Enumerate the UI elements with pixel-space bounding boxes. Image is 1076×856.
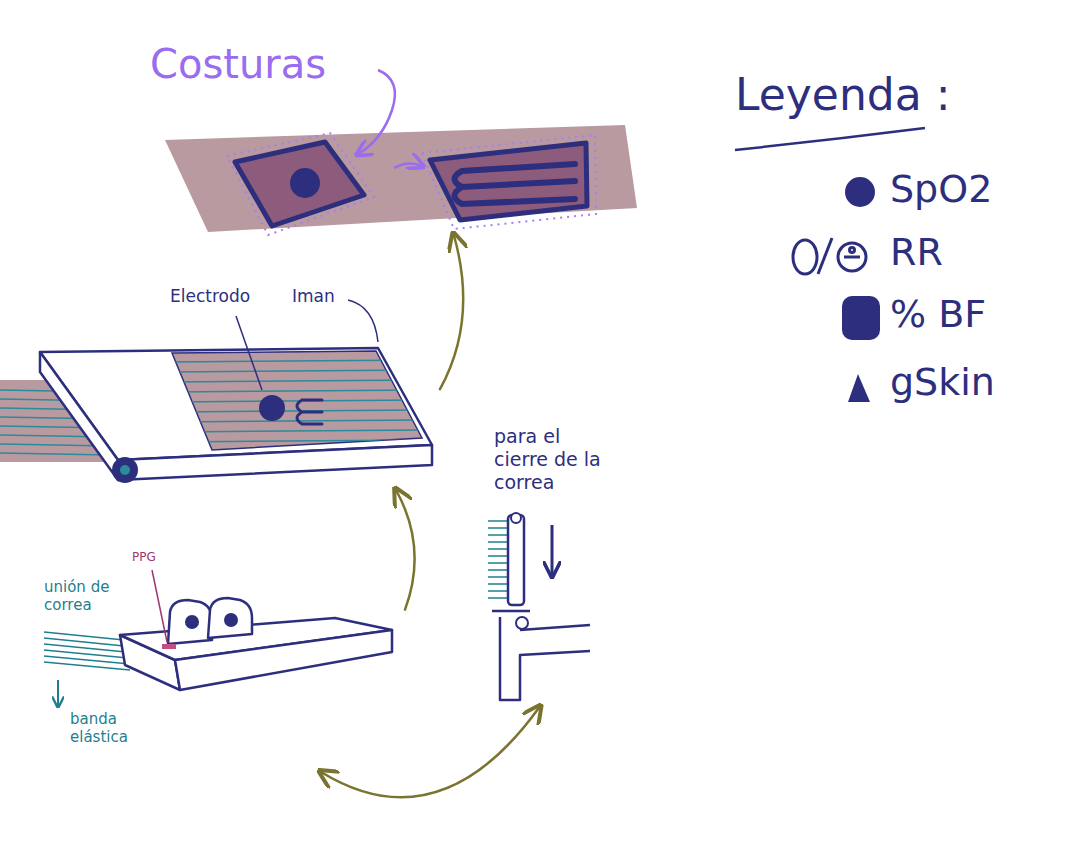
sensor-label: PPG xyxy=(132,550,156,565)
electrode-plate-part xyxy=(297,400,322,424)
sensor-housing-part xyxy=(185,615,199,629)
strap-closure-part-part xyxy=(488,576,508,578)
strap-closure-part xyxy=(511,513,521,523)
seam-band-part xyxy=(455,164,576,204)
strap-closure: para el cierre de la correa xyxy=(480,425,650,707)
legend-swatch xyxy=(846,372,876,412)
note-label: para el cierre de la correa xyxy=(494,425,616,495)
sensor-housing-part xyxy=(44,632,130,670)
strap-closure-part xyxy=(508,515,524,605)
strap-closure-part-part xyxy=(488,590,508,592)
seam-band-part xyxy=(290,168,320,198)
seam-band-part xyxy=(422,135,596,229)
seam-band-part xyxy=(235,142,364,226)
seam-band-part xyxy=(394,163,422,168)
electrode-plate xyxy=(0,300,432,483)
legend-swatch-shape xyxy=(848,374,870,402)
legend-label: SpO2 xyxy=(890,167,992,213)
electrode-plate-part-part xyxy=(170,430,430,432)
electrode-plate-part-part xyxy=(170,390,430,392)
seam-band-part xyxy=(358,70,395,154)
legend-row: SpO2 xyxy=(790,165,1050,221)
legend-symbol-part xyxy=(844,256,860,259)
electrode-plate-part-part xyxy=(170,380,430,382)
legend-swatch xyxy=(842,296,880,340)
strap-closure-part-part xyxy=(488,541,508,543)
strap-closure-part-part xyxy=(488,548,508,550)
seam-band xyxy=(165,70,637,235)
legend-swatch xyxy=(845,177,875,207)
part-label: Iman xyxy=(292,286,335,307)
legend-heading: Leyenda : xyxy=(735,68,951,122)
electrode-plate-part xyxy=(236,316,262,390)
sensor-housing-part xyxy=(57,680,59,706)
part-label: banda elástica xyxy=(70,710,150,747)
sensor-housing-part-part xyxy=(44,662,130,670)
legend-row: % BF xyxy=(790,290,1050,346)
legend-symbol-part xyxy=(850,248,855,253)
strap-closure-part-part xyxy=(488,520,508,522)
legend-label: RR xyxy=(890,230,943,276)
sensor-housing-part xyxy=(152,570,167,642)
sensor-housing-part xyxy=(224,613,238,627)
strap-closure-part-part xyxy=(488,562,508,564)
strap-closure xyxy=(488,513,590,700)
electrode-plate-part xyxy=(259,395,285,421)
sensor-housing xyxy=(44,570,392,706)
electrode-plate-part xyxy=(120,465,130,475)
sensor-housing-part xyxy=(168,600,212,644)
part-label: Electrodo xyxy=(170,286,250,307)
sensor-housing-part xyxy=(208,598,252,638)
strap-closure-part xyxy=(516,617,528,629)
strap-closure-part xyxy=(488,521,508,598)
electrode-plate-part-part xyxy=(170,360,430,362)
electrode-plate-part-part xyxy=(170,370,430,372)
electrode-plate-part xyxy=(112,457,138,483)
legend-symbol-part xyxy=(793,240,817,274)
legend-row: gSkin xyxy=(790,358,1050,414)
seam-band-part xyxy=(430,143,587,220)
seam-band-part xyxy=(227,133,374,235)
electrode-plate-part xyxy=(170,360,430,442)
electrode-plate-part-part xyxy=(170,440,430,442)
seam-band: Costuras xyxy=(150,40,640,235)
legend-underline xyxy=(735,128,925,150)
flow-arrow xyxy=(396,490,415,610)
sensor-housing: PPG unión de correa banda elástica xyxy=(40,540,405,772)
strap-closure-part-part xyxy=(488,597,508,599)
electrode-plate-part xyxy=(348,300,378,342)
legend-symbol-part xyxy=(838,243,866,271)
strap-closure-part-part xyxy=(488,534,508,536)
legend-symbol xyxy=(790,232,880,282)
heading-label: Costuras xyxy=(150,40,326,89)
strap-closure-part-part xyxy=(488,555,508,557)
strap-closure-part xyxy=(492,611,590,700)
electrode-plate-part-part xyxy=(0,453,110,455)
legend-symbol-part xyxy=(818,238,832,274)
strap-closure-part-part xyxy=(488,583,508,585)
legend-label: % BF xyxy=(890,292,986,338)
strap-closure-part-part xyxy=(488,527,508,529)
part-label: unión de correa xyxy=(44,578,144,615)
sensor-housing-part xyxy=(162,644,176,649)
electrode-plate-part xyxy=(118,445,432,480)
seam-band-part xyxy=(165,125,637,232)
legend-label: gSkin xyxy=(890,360,995,406)
flow-arrow xyxy=(321,707,539,797)
flow-arrow xyxy=(440,235,463,389)
strap-closure-part xyxy=(551,525,554,575)
electrode-plate-part xyxy=(40,352,118,480)
legend-row: RR xyxy=(790,228,1050,284)
electrode-plate: Electrodo Iman xyxy=(0,280,440,490)
strap-closure-part-part xyxy=(488,569,508,571)
